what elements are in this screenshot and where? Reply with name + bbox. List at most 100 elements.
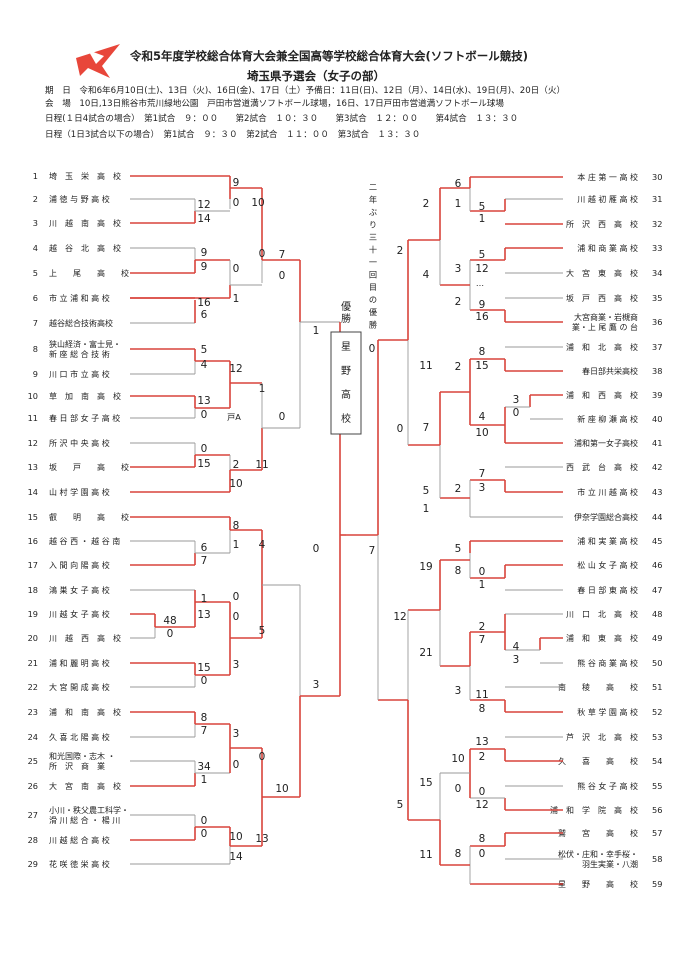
team-name: 上 尾 高 校 [49,268,129,278]
match-score: 0 [233,591,240,603]
team-name: 市 立 浦 和 高 校 [49,293,110,303]
team-number: 25 [28,756,38,766]
team-name: 狭山経済・富士見・ [49,339,121,349]
match-score: 7 [201,725,208,737]
match-score: 15 [475,360,488,372]
team-name: 熊 谷 商 業 高 校 [577,658,638,668]
team-name: 川 越 女 子 高 校 [49,609,110,619]
team-name: 坂 戸 高 校 [49,462,129,472]
match-score: 8 [233,520,240,532]
team-number: 15 [28,512,38,522]
team-number: 2 [33,194,38,204]
team-number: 13 [28,462,38,472]
team-name: 滑 川 総 合 ・ 楊 川 [49,815,120,825]
match-score: 5 [455,543,462,555]
match-score: 0 [233,197,240,209]
match-score: 6 [201,542,208,554]
team-number: 11 [28,413,38,423]
team-number: 48 [652,609,662,619]
match-score: 4 [513,641,520,653]
team-name: 花 咲 徳 栄 高 校 [49,859,110,869]
team-number: 14 [28,487,38,497]
match-score: 15 [197,662,210,674]
match-score: 1 [201,593,208,605]
team-name: 山 村 学 園 高 校 [49,487,110,497]
team-number: 44 [652,512,662,522]
match-score: 3 [233,728,240,740]
match-score: 12 [475,799,488,811]
match-score: 9 [201,261,208,273]
match-score: 0 [233,759,240,771]
champion-school: 野 [341,365,351,377]
team-number: 40 [652,414,662,424]
match-score: 戸A [227,412,241,422]
team-number: 29 [28,859,38,869]
champion-label: 優 [341,300,351,313]
match-score: 10 [451,753,464,765]
team-name: 松伏・庄和・幸手桜・ [558,849,638,859]
team-name: 越 谷 北 高 校 [49,243,121,253]
team-name: 大 宮 東 高 校 [566,268,638,278]
team-name: 春 日 部 東 高 校 [577,585,638,595]
team-number: 38 [652,366,662,376]
champion-school: 星 [341,341,351,353]
team-number: 9 [33,369,38,379]
match-score: 0 [479,566,486,578]
match-score: 0 [397,423,404,435]
match-score: 2 [479,621,486,633]
team-name: 松 山 女 子 高 校 [577,560,638,570]
team-number: 4 [33,243,38,253]
match-score: 12 [475,263,488,275]
match-score: 8 [455,565,462,577]
match-score: 0 [201,443,208,455]
team-number: 3 [33,218,38,228]
team-name: 浦 和 麗 明 高 校 [49,658,110,668]
match-score: 0 [513,407,520,419]
team-name: 大宮商業・岩槻商 [574,312,638,322]
match-score: 9 [233,177,240,189]
champion-box [330,331,362,435]
team-name: 大 宮 南 高 校 [49,781,121,791]
team-name: 鴻 巣 女 子 高 校 [49,585,110,595]
match-score: 8 [455,848,462,860]
match-score: 3 [479,482,486,494]
team-number: 23 [28,707,38,717]
team-name: 南 稜 高 校 [558,682,638,692]
team-number: 51 [652,682,662,692]
team-number: 53 [652,732,662,742]
team-name: 和光国際・志木 ・ [49,751,116,761]
match-score: 2 [455,296,462,308]
team-number: 42 [652,462,662,472]
team-number: 16 [28,536,38,546]
match-score: 1 [313,325,320,337]
match-score: 7 [369,545,376,557]
match-score: 0 [369,343,376,355]
match-score: 2 [479,751,486,763]
match-score: 0 [233,263,240,275]
champion-note: 年 [369,195,377,205]
info-dates: 期 日 令和6年6月10日(土)、13日（火)、16日(金)、17日（土）予備日… [45,86,566,96]
team-number: 43 [652,487,662,497]
team-name: 西 武 台 高 校 [566,462,638,472]
match-score: 6 [455,178,462,190]
team-number: 36 [652,317,662,327]
match-score: 2 [423,198,430,210]
team-number: 57 [652,828,662,838]
match-score: 7 [423,422,430,434]
team-number: 30 [652,172,662,182]
match-score: 2 [233,459,240,471]
champion-note: 勝 [369,320,377,330]
team-number: 39 [652,390,662,400]
match-score: 3 [233,659,240,671]
match-score: 1 [455,198,462,210]
team-name: 川 口 市 立 高 校 [49,369,110,379]
champion-note: 十 [369,245,377,255]
champion-label: 勝 [341,312,351,325]
match-score: … [476,278,484,288]
match-score: 0 [201,675,208,687]
team-name: 浦 徳 与 野 高 校 [49,194,110,204]
team-name: 本 庄 第 一 高 校 [577,172,638,182]
match-score: 5 [259,625,266,637]
team-number: 31 [652,194,662,204]
match-score: 11 [255,459,268,471]
